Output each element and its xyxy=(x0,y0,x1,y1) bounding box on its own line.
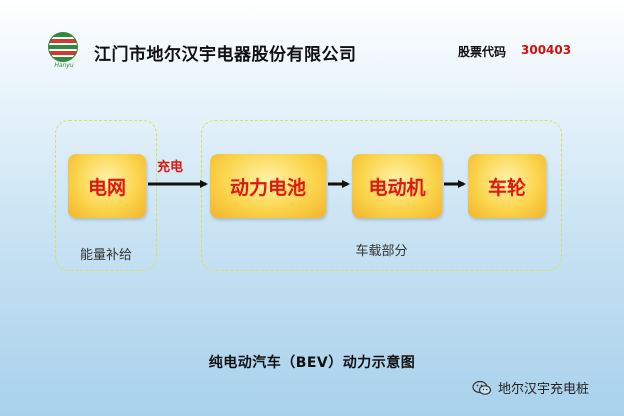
node-power-grid: 电网 xyxy=(68,154,146,218)
energy-supply-group xyxy=(55,120,157,271)
charge-label: 充电 xyxy=(157,160,184,175)
watermark-text: 地尔汉宇充电桩 xyxy=(498,382,590,397)
onboard-group xyxy=(201,120,562,271)
header: Hanyu 江门市地尔汉宇电器股份有限公司 股票代码 300403 xyxy=(0,0,624,78)
company-logo xyxy=(48,32,78,62)
node-wheel: 车轮 xyxy=(468,154,546,218)
stock-code: 300403 xyxy=(521,43,572,57)
company-name: 江门市地尔汉宇电器股份有限公司 xyxy=(94,45,357,65)
watermark: 地尔汉宇充电桩 xyxy=(472,378,589,397)
diagram-caption: 纯电动汽车（BEV）动力示意图 xyxy=(208,355,416,371)
logo-text: Hanyu xyxy=(54,62,74,69)
onboard-label: 车载部分 xyxy=(355,244,408,259)
energy-supply-label: 能量补给 xyxy=(79,248,132,263)
wechat-icon xyxy=(472,380,492,395)
node-motor: 电动机 xyxy=(352,154,442,218)
node-power-battery: 动力电池 xyxy=(210,154,326,218)
stock-label: 股票代码 xyxy=(458,45,507,59)
